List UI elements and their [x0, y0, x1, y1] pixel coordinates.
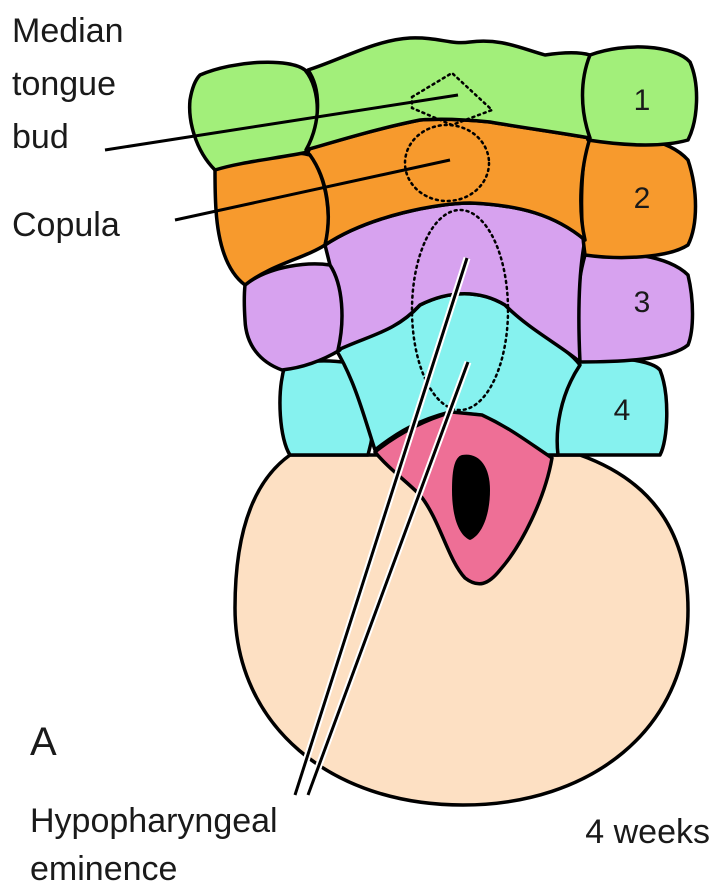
arch-3-left-swelling — [244, 264, 344, 370]
label-hypopharyngeal-line-1: Hypopharyngeal — [30, 802, 278, 840]
label-median-line-1: Median — [12, 12, 124, 50]
arch-2-number: 2 — [634, 182, 651, 215]
label-hypopharyngeal-line-2: eminence — [30, 850, 177, 888]
label-copula: Copula — [12, 206, 120, 244]
label-median-line-3: bud — [12, 118, 69, 156]
panel-letter: A — [30, 720, 57, 764]
arch-4-number: 4 — [614, 394, 631, 427]
label-age: 4 weeks — [585, 813, 710, 851]
label-median-line-2: tongue — [12, 65, 116, 103]
arch-1-number: 1 — [634, 84, 651, 117]
arch-1-left-swelling — [190, 62, 318, 170]
arch-3-number: 3 — [634, 286, 651, 319]
